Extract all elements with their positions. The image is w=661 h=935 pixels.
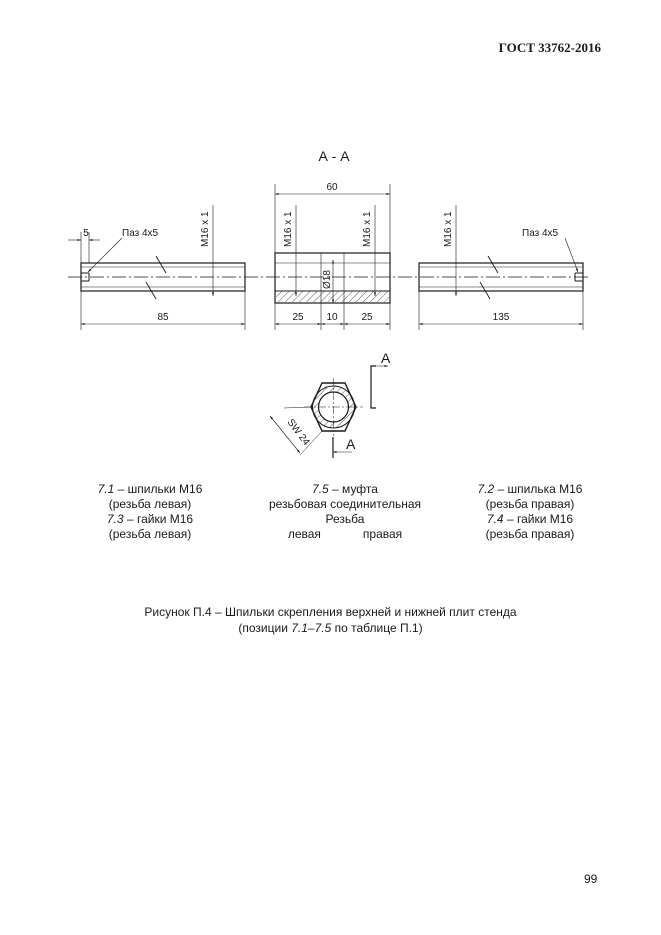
- legend-item-7-4: 7.4 – гайки М16: [486, 512, 574, 526]
- legend-note: (резьба правая): [485, 497, 575, 511]
- left-stud: [80, 255, 246, 300]
- dim-60-label: 60: [326, 182, 338, 193]
- section-label: А - А: [318, 148, 350, 164]
- dim-85-label: 85: [157, 312, 169, 323]
- figure-caption: Рисунок П.4 – Шпильки скрепления верхней…: [0, 604, 661, 636]
- page-number: 99: [584, 872, 598, 886]
- dim-25a-label: 25: [292, 312, 304, 323]
- legend-item-7-2: 7.2 – шпилька М16: [477, 482, 583, 496]
- slot-left-label: Паз 4х5: [122, 228, 159, 239]
- bottom-dimensions: [80, 291, 584, 330]
- caption-line-1: Рисунок П.4 – Шпильки скрепления верхней…: [144, 605, 517, 619]
- thread-label-4: М16 х 1: [443, 211, 454, 247]
- dim-25b-label: 25: [361, 312, 373, 323]
- sw-dimension: [269, 406, 323, 456]
- legend-item-7-5: 7.5 – муфта: [312, 482, 378, 496]
- diameter-label: Ø18: [322, 270, 333, 289]
- legend-col-1: 7.1 – шпильки М16 (резьба левая) 7.3 – г…: [60, 482, 240, 542]
- legend-note: (резьба левая): [108, 527, 192, 541]
- thread-label-2: М16 х 1: [283, 211, 294, 247]
- legend-note: (резьба правая): [485, 527, 575, 541]
- slot-right-leader: [564, 237, 579, 273]
- standard-header: ГОСТ 33762-2016: [498, 40, 601, 55]
- dimension-60: [274, 184, 391, 253]
- cut-label-bottom: А: [346, 436, 356, 452]
- legend-note: (резьба левая): [108, 497, 192, 511]
- thread-label-3: М16 х 1: [362, 211, 373, 247]
- slot-right-label: Паз 4х5: [522, 228, 559, 239]
- sw-label: SW 24: [285, 417, 312, 448]
- dim-5-label: 5: [83, 228, 89, 239]
- legend-thread-title: Резьба: [325, 512, 365, 526]
- dimension-5: [68, 232, 100, 263]
- right-stud: [418, 255, 584, 300]
- caption-line-2: (позиции 7.1–7.5 по таблице П.1): [238, 621, 423, 635]
- legend-col-3: 7.2 – шпилька М16 (резьба правая) 7.4 – …: [440, 482, 620, 542]
- slot-left-leader: [87, 237, 123, 273]
- dim-135-label: 135: [493, 312, 510, 323]
- legend-item-7-1: 7.1 – шпильки М16: [97, 482, 203, 496]
- hex-section: [304, 378, 363, 436]
- cutting-plane: [332, 364, 388, 458]
- legend-col-2: 7.5 – муфта резьбовая соединительная Рез…: [250, 482, 440, 542]
- dim-10-label: 10: [326, 312, 338, 323]
- cut-label-top: А: [381, 350, 391, 366]
- legend: 7.1 – шпильки М16 (резьба левая) 7.3 – г…: [60, 482, 620, 552]
- legend-item-7-3: 7.3 – гайки М16: [106, 512, 194, 526]
- thread-label-1: М16 х 1: [200, 211, 211, 247]
- legend-note: резьбовая соединительная: [268, 497, 422, 511]
